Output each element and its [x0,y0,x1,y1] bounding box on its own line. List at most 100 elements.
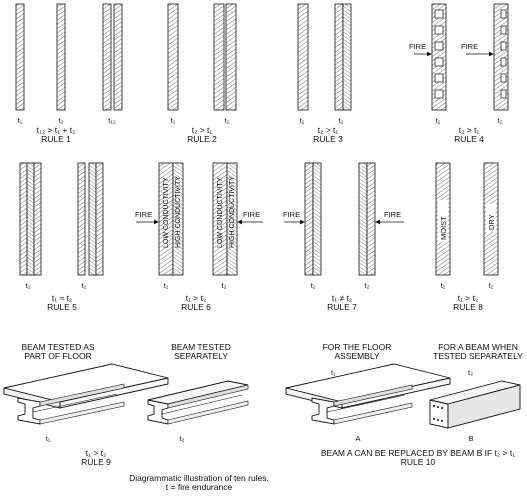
rule-2-relation: t₂ > t₁ [192,125,213,135]
fire-label-left: FIRE [135,210,152,219]
wall-layer [15,3,25,111]
t-right-label: t₁₂ [108,116,116,125]
wall-layer [19,162,28,276]
wall-layer [102,3,112,111]
rectangular-beam-b [429,380,521,429]
wall-layer [225,3,237,111]
rule-2-label: RULE 2 [187,134,217,144]
fire-label-right: FIRE [461,42,478,51]
rule-10-heading-left-1: FOR THE FLOOR [323,342,392,352]
rule-1-diagram: t₁ t₂ t₁₂ t₁₂ > t₁ + t₂ RULE 1 [15,3,123,144]
wall-layer [33,162,42,276]
rule-5-diagram: t₁ t₂ t₁ ≈ t₂ RULE 5 [19,162,104,312]
rule-1-relation: t₁₂ > t₁ + t₂ [37,125,76,135]
rule-8-diagram: MOIST DRY t₁ t₂ t₁ > t₂ RULE 8 [435,162,499,312]
t-right-label: t₂ [365,281,370,290]
t-left-label: t₁ [26,281,31,290]
t-right-label: t₂ [225,116,230,125]
rule-6-diagram: LOW CONDUCTIVITY HIGH CONDUCTIVITY LOW C… [135,162,263,312]
rule-3-relation: t₂ > t₁ [318,125,339,135]
wall-layer [26,162,35,276]
wall-cores [500,9,507,99]
t-right-label: t₂ [222,281,227,290]
fire-label-right: FIRE [384,210,401,219]
t-right-label: t₂ [489,281,494,290]
rule-4-relation: t₂ > t₁ [459,125,480,135]
rule-9-diagram: BEAM TESTED AS PART OF FLOOR BEAM TESTED… [3,342,249,467]
wall-layer [366,162,376,276]
rule-7-diagram: FIRE FIRE t₁ t₂ t₁ ≠ t₂ RULE 7 [283,162,404,312]
low-conductivity-label: LOW CONDUCTIVITY [163,177,170,248]
t-left-label: t₁ [171,116,176,125]
rule-5-label: RULE 5 [47,302,77,312]
wall-layer [358,162,368,276]
rule-10-statement: BEAM A CAN BE REPLACED BY BEAM B IF t₂ >… [321,448,515,458]
t-right-label: t₂ [468,368,473,377]
floor-slab-with-beam [3,363,169,425]
rule-9-heading-left-2: PART OF FLOOR [24,351,92,361]
wall-layer [88,162,97,276]
t-right-label: t₂ [82,281,87,290]
wall-layer [113,3,123,111]
wall-layer [95,162,104,276]
rule-10-label: RULE 10 [401,457,436,467]
rule-8-label: RULE 8 [453,302,483,312]
separate-beam [147,380,249,425]
wall-layer [342,3,352,111]
figure-caption-line-2: t = fire endurance [166,482,233,492]
wall-layer [167,3,179,111]
rule-3-label: RULE 3 [313,134,343,144]
t-left-label: t₁ [436,116,441,125]
high-conductivity-layer [172,162,184,276]
rule-9-heading-right-1: BEAM TESTED [171,342,231,352]
fire-label-left: FIRE [409,42,426,51]
reinforcement-dots [433,405,443,422]
rule-8-relation: t₁ > t₂ [458,293,479,303]
fire-label-right: FIRE [243,210,260,219]
beam-b-tag: B [468,434,473,443]
t-right-label: t₂ [339,116,344,125]
rule-10-heading-left-2: ASSEMBLY [334,351,380,361]
rule-4-label: RULE 4 [454,134,484,144]
rule-5-relation: t₁ ≈ t₂ [52,293,72,303]
wall-layer [56,3,66,111]
high-conductivity-label: HIGH CONDUCTIVITY [175,176,182,248]
t-left-label: t₁ [164,281,169,290]
t-left-label: t₁ [331,368,336,377]
floor-assembly-a [285,363,451,425]
rule-6-relation: t₁ > t₂ [186,293,207,303]
t-left-label: t₁ [311,281,316,290]
wall-layer [77,162,86,276]
wall-layer [312,162,322,276]
t-left-label: t₁ [46,434,51,443]
t-mid-label: t₂ [59,116,64,125]
rule-2-diagram: t₁ t₂ t₂ > t₁ RULE 2 [167,3,237,144]
figure-caption-line-1: Diagrammatic illustration of ten rules. [129,473,269,483]
high-conductivity-layer [226,162,238,276]
moist-label: MOIST [439,216,448,240]
wall-layer [297,3,309,111]
wall-layer [304,162,314,276]
dry-label: DRY [487,214,496,230]
rule-10-heading-right-2: TESTED SEPARATELY [433,351,523,361]
t-left-label: t₁ [300,116,305,125]
rule-7-relation: t₁ ≠ t₂ [332,293,352,303]
t-right-label: t₂ [498,116,503,125]
beam-a-tag: A [355,434,360,443]
t-left-label: t₁ [18,116,23,125]
wall-layer [213,3,225,111]
low-conductivity-label: LOW CONDUCTIVITY [217,177,224,248]
rule-9-heading-left-1: BEAM TESTED AS [21,342,94,352]
rule-7-label: RULE 7 [327,302,357,312]
rule-9-heading-right-2: SEPARATELY [174,351,228,361]
fire-label-left: FIRE [283,210,300,219]
t-right-label: t₂ [180,434,185,443]
wall-cores [434,9,444,99]
rule-6-label: RULE 6 [181,302,211,312]
rule-10-diagram: FOR THE FLOOR ASSEMBLY FOR A BEAM WHEN T… [285,342,523,467]
rule-9-label: RULE 9 [81,457,111,467]
high-conductivity-label: HIGH CONDUCTIVITY [229,176,236,248]
t-left-label: t₁ [441,281,446,290]
